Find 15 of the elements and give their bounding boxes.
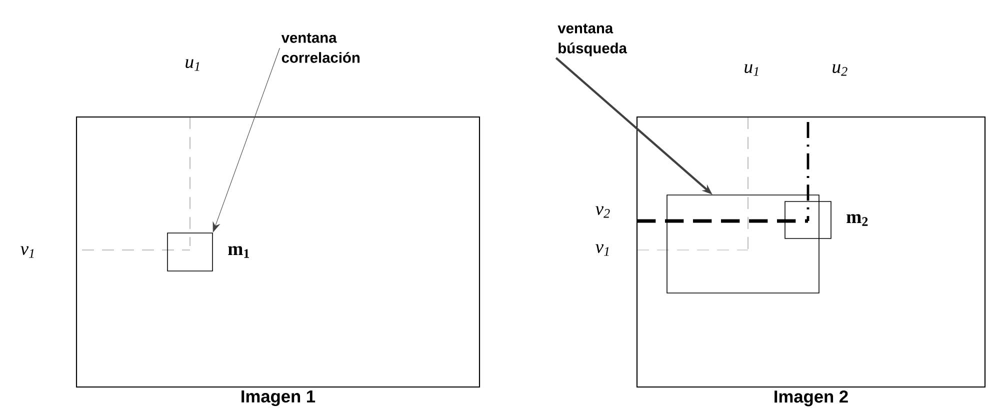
point-label: m$_{1}$ <box>228 246 250 258</box>
coordinate-label: v$_{2}$ <box>596 206 610 218</box>
node-label: Imagen 1 <box>242 390 316 406</box>
coordinate-label: v$_{1}$ <box>596 244 609 256</box>
point-label: m$_{2}$ <box>846 214 868 226</box>
window-box <box>167 232 213 272</box>
window-box <box>784 201 832 239</box>
coordinate-label: u$_{1}$ <box>186 59 200 71</box>
window-label: ventana correlación <box>281 33 360 63</box>
coordinate-label: v$_{1}$ <box>20 246 34 258</box>
window-label: ventana búsqueda <box>558 24 628 56</box>
coordinate-label: u$_{1}$ <box>744 64 758 76</box>
window-box <box>666 194 820 294</box>
node-label: Imagen 2 <box>774 390 848 406</box>
coordinate-label: u$_{2}$ <box>832 64 848 76</box>
